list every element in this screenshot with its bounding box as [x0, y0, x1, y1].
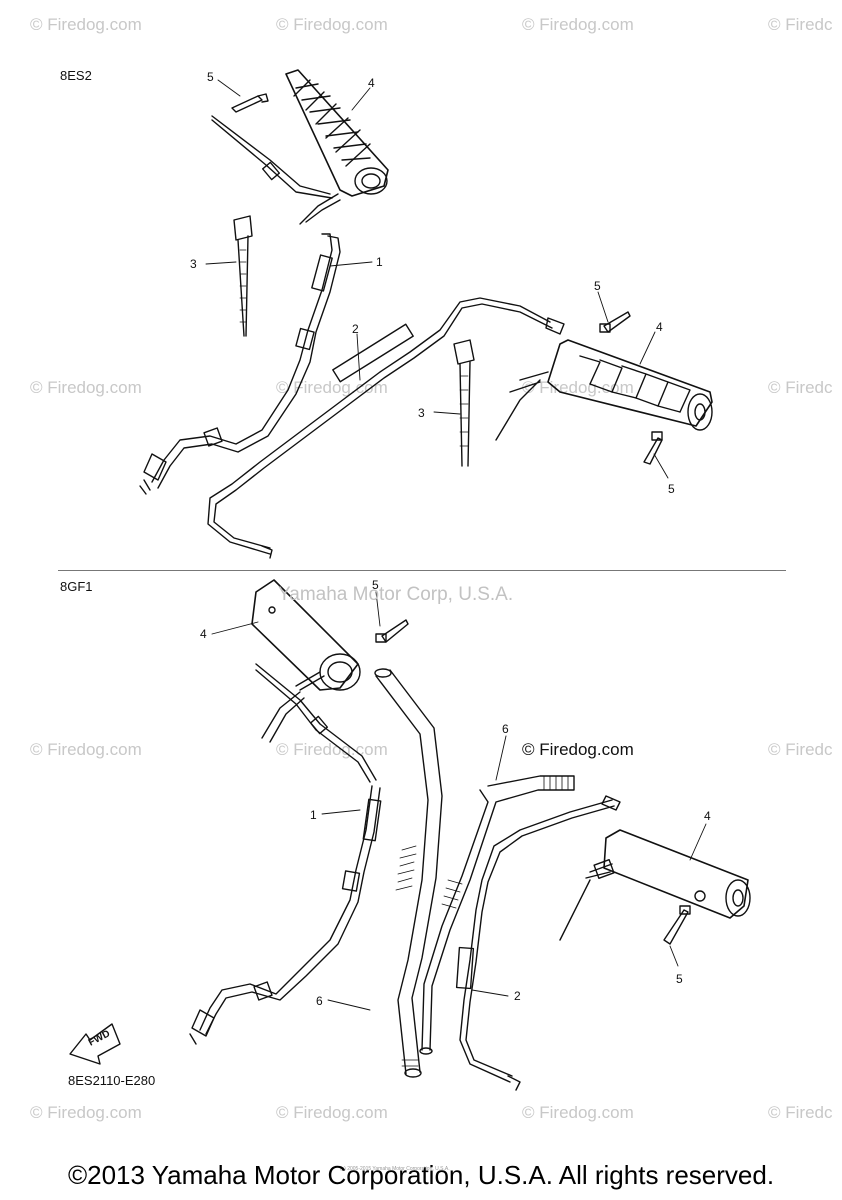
callout-number: 5	[676, 972, 683, 986]
watermark: © Firedog.com	[276, 1103, 388, 1122]
tiny-copyright: (c) 2005-2015 Yamaha Motor Corporation, …	[340, 1166, 450, 1172]
watermark: © Firedog.com	[30, 378, 142, 397]
center-watermark: Yamaha Motor Corp, U.S.A.	[278, 584, 514, 605]
callout-number: 4	[200, 627, 207, 641]
diagram-code: 8ES2110-E280	[68, 1073, 156, 1088]
forward-arrow-icon	[69, 1023, 121, 1065]
watermark: © Firedc	[768, 1103, 833, 1122]
section-label-8gf1: 8GF1	[60, 579, 93, 594]
callout-number: 4	[656, 320, 663, 334]
watermark: © Firedc	[768, 15, 833, 34]
section-label-8es2: 8ES2	[60, 68, 92, 83]
callout-number: 2	[352, 322, 359, 336]
cable-tie	[453, 339, 475, 467]
throttle-grip	[495, 339, 713, 441]
throttle-cable	[139, 115, 341, 495]
screw	[231, 93, 269, 113]
screw	[643, 431, 663, 465]
watermark: © Firedc	[768, 740, 833, 759]
section-divider	[58, 570, 786, 571]
screw	[375, 619, 409, 643]
grip	[559, 829, 751, 941]
callout-number: 6	[316, 994, 323, 1008]
callout-number: 4	[368, 76, 375, 90]
watermark: © Firedc	[768, 378, 833, 397]
screw	[599, 311, 631, 333]
watermark: © Firedog.com	[276, 15, 388, 34]
watermark: © Firedog.com	[30, 1103, 142, 1122]
watermark: © Firedog.com	[30, 15, 142, 34]
callout-number: 5	[594, 279, 601, 293]
watermark: © Firedog.com	[522, 15, 634, 34]
throttle-grip	[285, 69, 389, 197]
callout-number: 2	[514, 989, 521, 1003]
screw	[663, 905, 691, 945]
footer-copyright: ©2013 Yamaha Motor Corporation, U.S.A. A…	[67, 1160, 775, 1190]
cable-tie	[233, 215, 253, 337]
callout-number: 1	[376, 255, 383, 269]
callout-number: 3	[190, 257, 197, 271]
handlebar-tube	[374, 668, 443, 1078]
watermark: © Firedog.com	[30, 740, 142, 759]
cable	[207, 297, 565, 559]
firedog-note: © Firedog.com	[522, 740, 634, 759]
watermark: © Firedog.com	[522, 1103, 634, 1122]
callout-number: 3	[418, 406, 425, 420]
callout-number: 5	[668, 482, 675, 496]
callout-number: 5	[207, 70, 214, 84]
watermark: © Firedog.com	[276, 378, 388, 397]
handlebar-tube	[419, 775, 575, 1055]
cable	[455, 795, 621, 1091]
callout-number: 1	[310, 808, 317, 822]
callout-number: 4	[704, 809, 711, 823]
callout-number: 5	[372, 578, 379, 592]
callout-number: 6	[502, 722, 509, 736]
throttle-cable	[189, 663, 382, 1045]
